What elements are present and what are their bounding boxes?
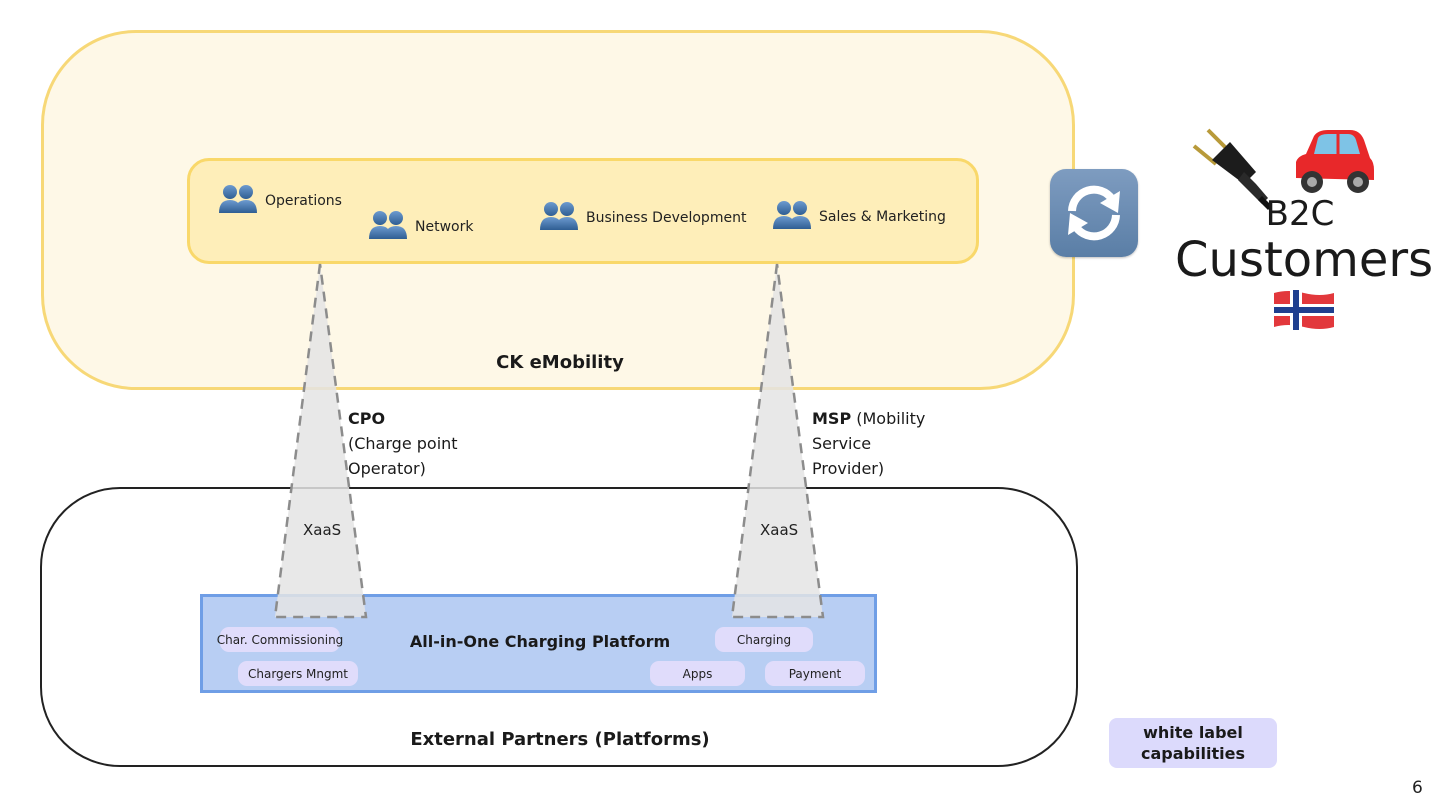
people-icon <box>219 183 257 219</box>
people-icon <box>773 199 811 235</box>
people-icon <box>369 209 407 245</box>
team-sales-marketing: Sales & Marketing <box>773 199 946 235</box>
msp-desc-line1: (Mobility <box>851 409 926 428</box>
msp-desc-line2: Service <box>812 434 872 453</box>
team-network: Network <box>369 209 473 245</box>
external-partners-title: External Partners (Platforms) <box>410 729 710 750</box>
customer-segment-label: B2C <box>1265 194 1335 234</box>
module-char-commissioning: Char. Commissioning <box>217 627 343 652</box>
msp-role-label: MSP (Mobility Service Provider) <box>812 406 925 481</box>
badge-line2: capabilities <box>1141 744 1245 763</box>
cpo-abbr: CPO <box>348 409 386 428</box>
platform-title: All-in-One Charging Platform <box>409 632 671 651</box>
module-payment: Payment <box>765 661 865 686</box>
module-charging: Charging <box>715 627 813 652</box>
red-car-icon <box>1288 128 1378 198</box>
team-label: Network <box>415 219 474 235</box>
external-partners-container <box>40 487 1078 767</box>
team-label: Business Development <box>586 210 747 226</box>
people-icon <box>540 200 578 236</box>
module-apps: Apps <box>650 661 745 686</box>
white-label-badge: white label capabilities <box>1109 718 1277 768</box>
electric-plug-icon <box>1186 126 1276 210</box>
sync-arrows-icon <box>1050 169 1138 257</box>
team-business-development: Business Development <box>540 200 746 236</box>
customers-label: Customers <box>1175 232 1434 288</box>
ck-emobility-title: CK eMobility <box>496 352 624 373</box>
cpo-desc-line1: (Charge point <box>348 434 458 453</box>
cpo-role-label: CPO (Charge point Operator) <box>348 406 458 481</box>
cpo-xaas-label: XaaS <box>303 521 342 539</box>
msp-xaas-label: XaaS <box>760 521 799 539</box>
team-label: Operations <box>265 193 342 209</box>
badge-line1: white label <box>1143 723 1243 742</box>
cpo-connector <box>273 263 368 619</box>
msp-desc-line3: Provider) <box>812 459 885 478</box>
teams-container <box>187 158 979 264</box>
team-label: Sales & Marketing <box>819 209 946 225</box>
module-chargers-mngmt: Chargers Mngmt <box>238 661 358 686</box>
norway-flag-icon <box>1272 287 1336 333</box>
msp-abbr: MSP <box>812 409 852 428</box>
page-number: 6 <box>1412 778 1423 798</box>
cpo-desc-line2: Operator) <box>348 459 426 478</box>
msp-connector <box>730 263 825 619</box>
team-operations: Operations <box>219 183 342 219</box>
